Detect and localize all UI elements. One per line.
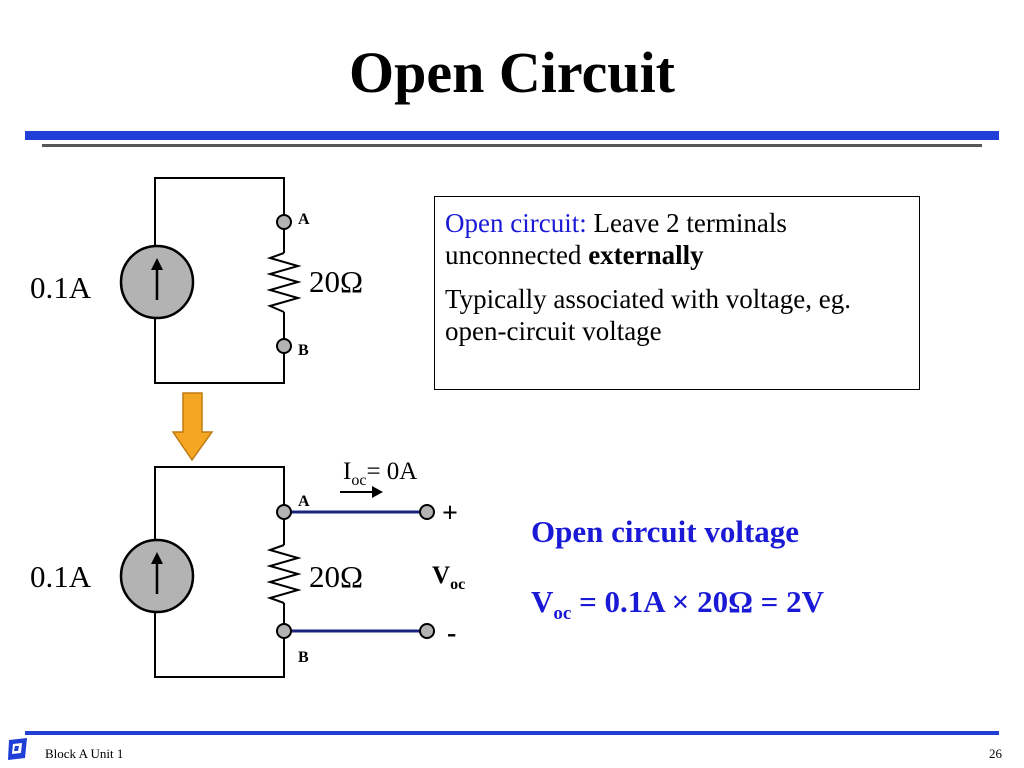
bottom-source-label: 0.1A [30, 559, 92, 594]
top-terminal-b-label: B [298, 342, 309, 359]
top-resistor [266, 252, 302, 313]
bottom-resistor-label: 20Ω [309, 559, 363, 594]
slide-title: Open Circuit [349, 40, 675, 105]
bottom-terminal-minus [419, 623, 435, 639]
plus-sign: + [442, 498, 458, 529]
top-current-source [119, 244, 195, 320]
definition-line-1: Open circuit: Leave 2 terminals unconnec… [445, 207, 909, 271]
definition-text: Leave 2 terminals unconnected [445, 208, 787, 270]
page-number: 26 [989, 746, 1002, 761]
top-source-label: 0.1A [30, 270, 92, 305]
title-rule-gray [42, 144, 982, 147]
top-terminal-b [276, 338, 292, 354]
bottom-terminal-b-label: B [298, 649, 309, 666]
down-arrow-icon [171, 392, 214, 462]
top-resistor-label: 20Ω [309, 264, 363, 299]
voltage-label: Voc [432, 562, 465, 593]
bottom-terminal-a [276, 504, 292, 520]
ocv-formula: Voc = 0.1A × 20Ω = 2V [531, 584, 824, 625]
top-terminal-a-label: A [298, 211, 310, 228]
current-arrow-head-icon [372, 486, 383, 498]
university-logo-icon [8, 738, 27, 760]
bottom-terminal-a-label: A [298, 493, 310, 510]
ocv-heading: Open circuit voltage [531, 514, 800, 549]
bottom-current-source [119, 538, 195, 614]
footer-text: Block A Unit 1 [45, 746, 124, 761]
footer-rule [25, 731, 999, 735]
title-rule-blue [25, 131, 999, 140]
definition-line-2: Typically associated with voltage, eg. o… [445, 284, 851, 346]
definition-box: Open circuit: Leave 2 terminals unconnec… [434, 196, 920, 390]
current-label: Ioc= 0A [343, 458, 417, 489]
definition-term: Open circuit: [445, 208, 587, 238]
top-terminal-a [276, 214, 292, 230]
definition-emphasis: externally [588, 240, 704, 270]
bottom-resistor [266, 544, 302, 604]
minus-sign: - [447, 618, 456, 649]
bottom-terminal-b [276, 623, 292, 639]
bottom-terminal-plus [419, 504, 435, 520]
